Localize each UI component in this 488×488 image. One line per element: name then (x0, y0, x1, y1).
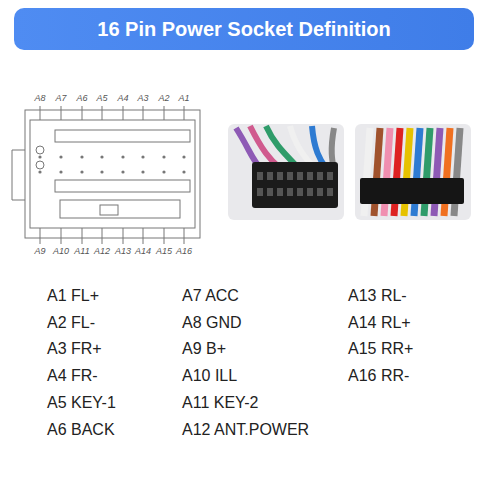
title-band (14, 8, 474, 50)
pin-definition: A14 RL+ (348, 314, 411, 332)
pin-dot (100, 155, 103, 158)
socket-hole (327, 188, 333, 196)
socket-hole (277, 188, 283, 196)
wire-photo (355, 124, 471, 220)
pin-label: A14 (135, 246, 151, 256)
pin-label: A5 (96, 93, 107, 103)
socket-hole (287, 188, 293, 196)
connector-drawing (12, 106, 200, 244)
pin-definition: A3 FR+ (47, 340, 102, 358)
socket-hole (317, 188, 323, 196)
pin-label: A4 (117, 93, 128, 103)
socket-hole (307, 172, 313, 180)
pin-definition: A5 KEY-1 (47, 394, 116, 412)
socket-hole (297, 172, 303, 180)
pin-label: A16 (176, 246, 192, 256)
pin-dot (141, 155, 144, 158)
pin-definition: A16 RR- (348, 367, 409, 385)
pin-label: A12 (94, 246, 110, 256)
pin-label: A8 (34, 93, 45, 103)
socket-hole (267, 188, 273, 196)
pin-label: A6 (76, 93, 87, 103)
pin-label: A11 (74, 246, 89, 256)
pin-dot (141, 170, 144, 173)
pin-definition: A7 ACC (182, 287, 239, 305)
pin-definition: A8 GND (182, 314, 242, 332)
socket-hole (317, 172, 323, 180)
pin-dot (162, 155, 165, 158)
pin-dot (182, 170, 185, 173)
pin-dot (59, 170, 62, 173)
title: 16 Pin Power Socket Definition (97, 18, 390, 41)
socket-hole (257, 172, 263, 180)
pin-label: A13 (115, 246, 131, 256)
socket-hole (287, 172, 293, 180)
pin-definition: A15 RR+ (348, 340, 413, 358)
pin-label: A2 (158, 93, 169, 103)
pin-definition: A13 RL- (348, 287, 407, 305)
pin-dot (100, 170, 103, 173)
pin-definition: A4 FR- (47, 367, 98, 385)
pin-dot (80, 170, 83, 173)
pin-label: A9 (34, 246, 45, 256)
pin-dot (38, 155, 41, 158)
pin-definition: A11 KEY-2 (182, 394, 259, 412)
pin-definition: A1 FL+ (47, 287, 99, 305)
pin-dot (121, 155, 124, 158)
pin-definition: A9 B+ (182, 340, 226, 358)
pin-definition: A10 ILL (182, 367, 237, 385)
pin-label: A1 (178, 93, 189, 103)
pin-dot (121, 170, 124, 173)
socket-hole (267, 172, 273, 180)
pin-dot (80, 155, 83, 158)
pin-definition: A6 BACK (47, 421, 115, 439)
socket-hole (257, 188, 263, 196)
pin-dot (162, 170, 165, 173)
connector-photo (228, 124, 344, 220)
pin-label: A3 (137, 93, 148, 103)
socket-hole (297, 188, 303, 196)
pin-dot (59, 155, 62, 158)
pin-dot (182, 155, 185, 158)
socket-hole (327, 172, 333, 180)
pin-label: A7 (55, 93, 66, 103)
pin-definition: A2 FL- (47, 314, 95, 332)
socket-hole (277, 172, 283, 180)
pin-dot (38, 170, 41, 173)
socket-hole (307, 188, 313, 196)
pin-definition: A12 ANT.POWER (182, 421, 309, 439)
pin-label: A10 (53, 246, 69, 256)
pin-label: A15 (156, 246, 172, 256)
